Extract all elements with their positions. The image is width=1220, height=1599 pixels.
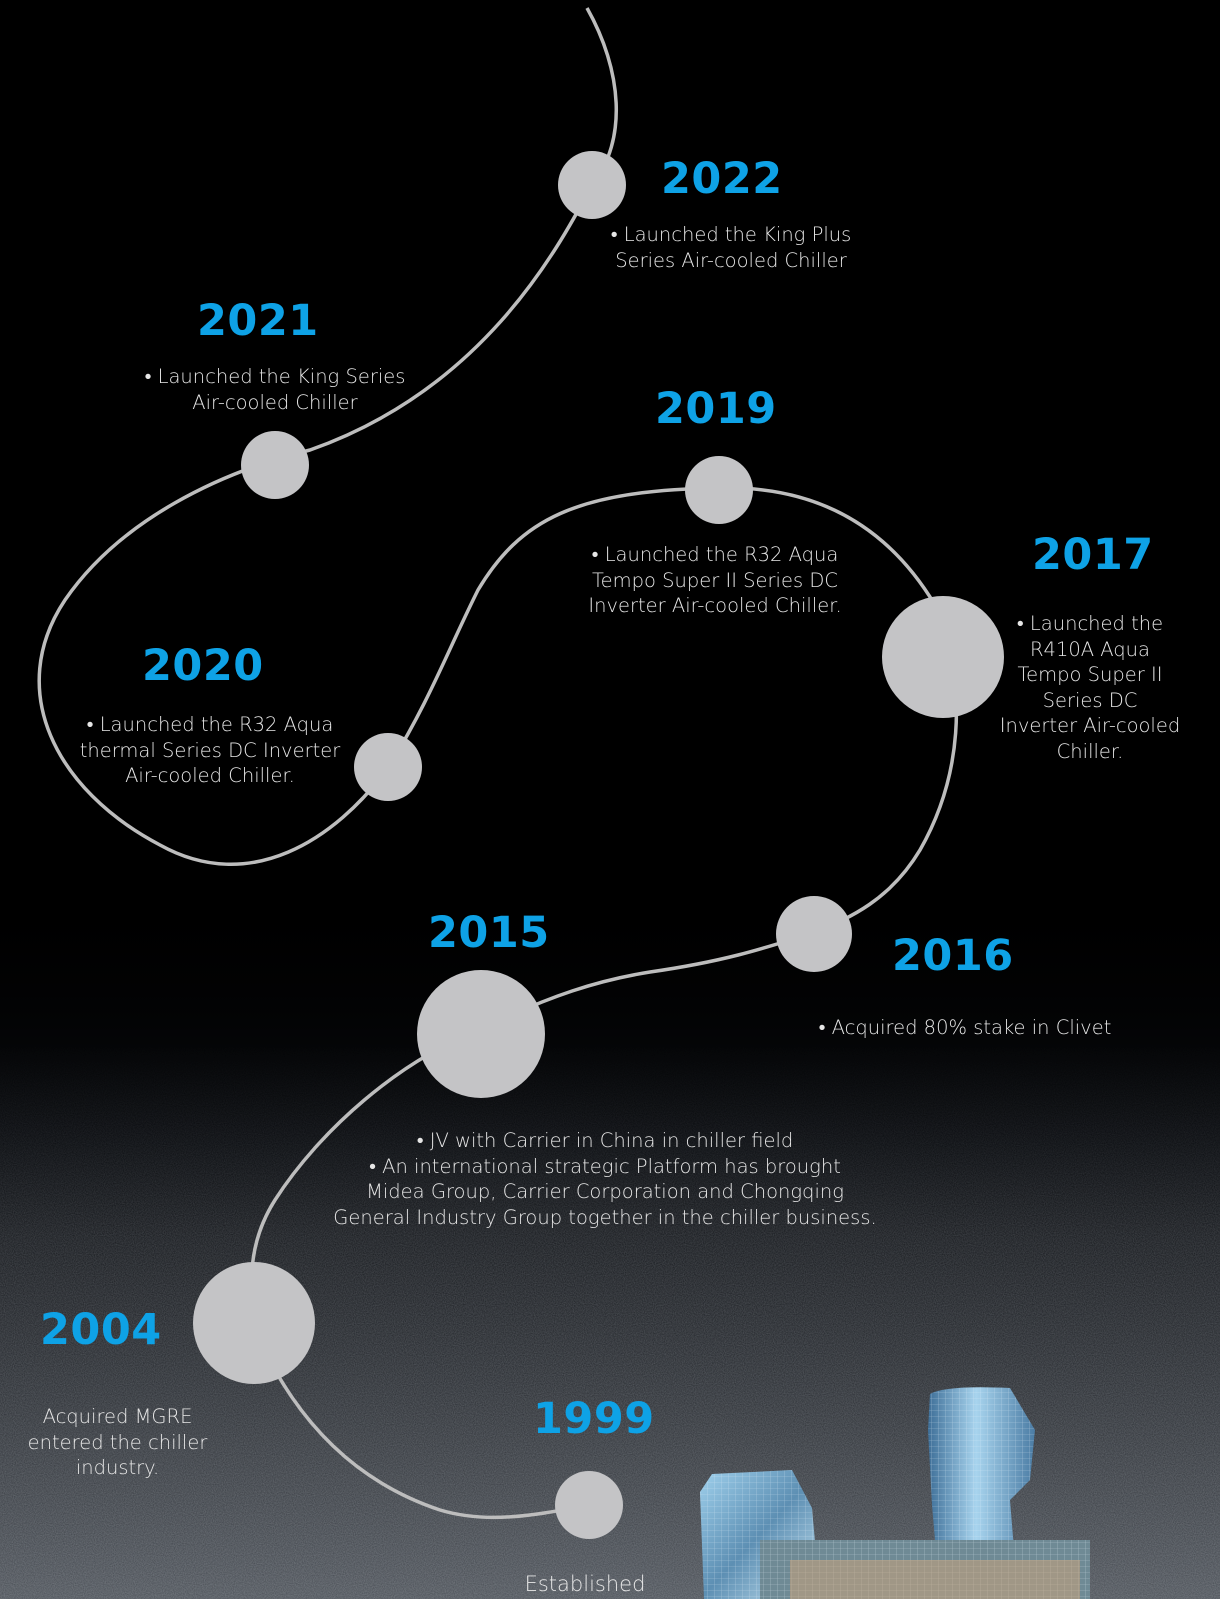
- line: Tempo Super II: [1017, 663, 1163, 686]
- line: • Launched the R32 Aqua: [86, 713, 334, 736]
- milestone-2017-description: • Launched the R410A Aqua Tempo Super II…: [985, 611, 1195, 764]
- milestone-2016-description: • Acquired 80% stake in Clivet: [800, 1015, 1130, 1041]
- line: • Acquired 80% stake in Clivet: [818, 1016, 1112, 1039]
- line: industry.: [75, 1456, 160, 1479]
- line: Series DC: [1042, 688, 1138, 712]
- line: Air-cooled Chiller: [192, 390, 358, 414]
- line: • Launched the King Plus: [610, 223, 852, 246]
- line: Series Air-cooled Chiller: [615, 248, 847, 272]
- node-2021: [241, 431, 309, 499]
- line: Inverter Air-cooled: [999, 714, 1181, 737]
- milestone-1999-description: Established: [490, 1572, 680, 1598]
- year-2019: 2019: [655, 384, 777, 434]
- line: • Launched the R32 Aqua: [591, 543, 839, 566]
- node-2016: [776, 896, 852, 972]
- line: • JV with Carrier in China in chiller fi…: [416, 1129, 794, 1152]
- milestone-2004-description: Acquired MGRE entered the chiller indust…: [15, 1404, 220, 1481]
- year-2022: 2022: [661, 154, 783, 204]
- timeline-path: [37, 7, 959, 1520]
- year-2016: 2016: [892, 931, 1014, 981]
- year-1999: 1999: [533, 1394, 655, 1444]
- line: General Industry Group together in the c…: [333, 1205, 877, 1229]
- year-2021: 2021: [197, 296, 319, 346]
- milestone-2015-description: • JV with Carrier in China in chiller fi…: [300, 1128, 910, 1230]
- line: • Launched the King Series: [144, 365, 406, 388]
- node-2015: [417, 970, 545, 1098]
- year-2004: 2004: [40, 1305, 162, 1355]
- line: entered the chiller: [27, 1430, 208, 1454]
- year-2015: 2015: [428, 908, 550, 958]
- milestone-2019-description: • Launched the R32 Aqua Tempo Super II S…: [560, 542, 870, 619]
- node-2017: [882, 596, 1004, 718]
- line: Midea Group, Carrier Corporation and Cho…: [366, 1180, 844, 1203]
- line: thermal Series DC Inverter: [79, 738, 341, 762]
- milestone-2020-description: • Launched the R32 Aqua thermal Series D…: [65, 712, 355, 789]
- line: Tempo Super II Series DC: [592, 568, 838, 592]
- node-2019: [685, 456, 753, 524]
- line: Inverter Air-cooled Chiller.: [588, 594, 842, 617]
- timeline-nodes: [193, 151, 1004, 1539]
- year-2017: 2017: [1032, 530, 1154, 580]
- line: Established: [524, 1572, 646, 1596]
- line: • Launched the: [1016, 612, 1164, 635]
- node-2022: [558, 151, 626, 219]
- node-2020: [354, 733, 422, 801]
- line: Acquired MGRE: [42, 1405, 193, 1428]
- line: • An international strategic Platform ha…: [369, 1154, 841, 1178]
- line: Air-cooled Chiller.: [125, 764, 295, 787]
- milestone-2022-description: • Launched the King Plus Series Air-cool…: [586, 222, 876, 273]
- headquarters-illustration: [700, 1387, 1090, 1599]
- line: Chiller.: [1056, 739, 1124, 763]
- node-2004: [193, 1262, 315, 1384]
- node-1999: [555, 1471, 623, 1539]
- milestone-2021-description: • Launched the King Series Air-cooled Ch…: [125, 364, 425, 415]
- line: R410A Aqua: [1030, 637, 1150, 661]
- year-2020: 2020: [142, 641, 264, 691]
